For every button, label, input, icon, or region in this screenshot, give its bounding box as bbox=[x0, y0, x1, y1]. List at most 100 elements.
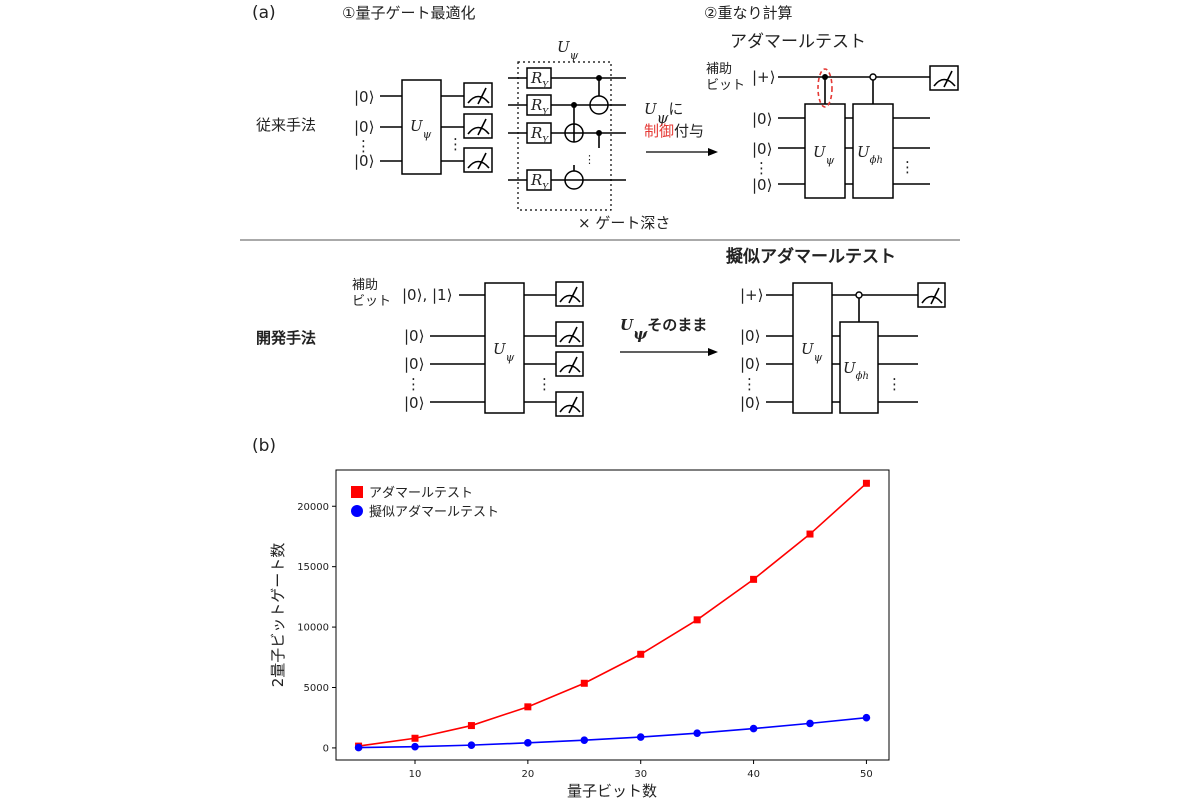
controlled-u-psi-gate bbox=[804, 103, 846, 199]
data-point-circle bbox=[354, 743, 363, 752]
y-tick-label: 10000 bbox=[297, 623, 329, 634]
data-point-circle bbox=[467, 741, 476, 749]
y-tick-label: 15000 bbox=[297, 562, 329, 573]
data-point-square bbox=[750, 575, 758, 583]
data-point-square bbox=[580, 679, 588, 687]
data-point-circle bbox=[693, 729, 701, 737]
x-tick-label: 40 bbox=[747, 769, 760, 780]
arrow-caption-line1: Uψに bbox=[644, 100, 683, 127]
data-point-square bbox=[693, 616, 701, 624]
ket-0: |0⟩ bbox=[752, 140, 772, 158]
arrow bbox=[646, 148, 718, 156]
cnot-gates bbox=[564, 75, 609, 190]
input-wires bbox=[380, 95, 464, 162]
developed-row: 開発手法 補助 ビット |0⟩, |1⟩ |0⟩ |0⟩ ⋮ |0⟩ Uψ ⋮ bbox=[256, 246, 946, 417]
heading-overlap-calculation: ②重なり計算 bbox=[704, 4, 792, 22]
measurement-meter-icon bbox=[929, 65, 959, 91]
arrow bbox=[620, 348, 718, 356]
data-point-circle bbox=[636, 733, 645, 741]
u-psi-gate-label: Uψ bbox=[801, 340, 823, 364]
panel-a-label: (a) bbox=[252, 3, 276, 23]
ket-0: |0⟩ bbox=[740, 327, 760, 345]
vertical-dots: ⋮ bbox=[448, 135, 463, 153]
developed-wires bbox=[430, 294, 556, 403]
u-phi-h-gate bbox=[852, 103, 894, 199]
gate-depth-layer-box bbox=[517, 61, 612, 211]
u-psi-gate bbox=[484, 282, 525, 414]
data-point-square bbox=[524, 703, 532, 711]
ket-0: |0⟩ bbox=[354, 118, 374, 136]
ancilla-label-line1: 補助 bbox=[352, 278, 378, 293]
series-line-1 bbox=[358, 716, 867, 749]
series-layer bbox=[354, 479, 871, 752]
data-point-circle bbox=[806, 719, 814, 728]
y-tick-label: 5000 bbox=[304, 683, 329, 694]
data-point-square bbox=[467, 722, 475, 730]
measurement-meter-icon bbox=[555, 281, 584, 307]
controls bbox=[855, 291, 863, 322]
u-psi-gate bbox=[792, 282, 833, 414]
ket-plus: |+⟩ bbox=[752, 68, 775, 86]
u-psi-expansion-label: Uψ bbox=[557, 38, 579, 62]
svg-text:RY: RY bbox=[530, 69, 549, 91]
gate-depth-label: × ゲート深さ bbox=[578, 214, 670, 232]
u-psi-gate-label: Uψ bbox=[493, 340, 515, 364]
plot-frame bbox=[335, 469, 890, 761]
x-tick-label: 50 bbox=[860, 769, 873, 780]
data-point-square bbox=[862, 479, 870, 487]
measurement-meter-icon bbox=[463, 147, 493, 173]
developed-title: 開発手法 bbox=[256, 329, 316, 347]
conventional-row: 従来手法 |0⟩ |0⟩ ⋮ |0⟩ Uψ ⋮ bbox=[256, 32, 959, 232]
vertical-dots: ⋮ bbox=[900, 158, 915, 176]
legend-label: 擬似アダマールテスト bbox=[369, 504, 499, 520]
y-tick-label: 0 bbox=[323, 743, 329, 754]
ket-0: |0⟩ bbox=[752, 176, 772, 194]
heading-gate-optimization: ①量子ゲート最適化 bbox=[342, 4, 475, 22]
y-axis-ticks: 0 5000 10000 15000 20000 bbox=[297, 502, 336, 754]
arrow-caption-line2: 制御付与 bbox=[644, 122, 704, 140]
control-highlight-ellipse bbox=[817, 68, 833, 108]
y-tick-label: 20000 bbox=[297, 502, 329, 513]
vertical-dots: ⋮ bbox=[887, 375, 902, 393]
data-point-circle bbox=[580, 736, 589, 744]
data-point-square bbox=[637, 650, 645, 658]
y-axis-label: 2量子ビットゲート数 bbox=[269, 543, 287, 688]
data-point-circle bbox=[749, 724, 758, 733]
ket-plus: |+⟩ bbox=[740, 286, 763, 304]
vertical-dots: ⋮ bbox=[742, 375, 757, 393]
vertical-dots: ⋮ bbox=[754, 159, 769, 177]
measurement-meter-icon bbox=[463, 113, 493, 139]
measurement-meter-icon bbox=[555, 321, 584, 347]
ket-0: |0⟩ bbox=[740, 394, 760, 412]
ket-0: |0⟩ bbox=[752, 110, 772, 128]
data-point-square bbox=[806, 530, 814, 538]
measurement-meter-icon bbox=[555, 391, 584, 417]
svg-text:RY: RY bbox=[530, 96, 549, 118]
ancilla-label-line2: ビット bbox=[352, 294, 391, 309]
x-tick-label: 10 bbox=[409, 769, 422, 780]
vertical-dots: ⋮ bbox=[584, 153, 595, 166]
u-psi-gate-label: Uψ bbox=[410, 117, 432, 141]
svg-text:RY: RY bbox=[530, 124, 549, 146]
u-psi-gate-label: Uψ bbox=[813, 143, 835, 167]
panel-b-label: (b) bbox=[252, 436, 276, 456]
series-line-0 bbox=[358, 482, 867, 747]
measurement-meter-icon bbox=[463, 82, 493, 108]
u-phi-gate-label: Uϕh bbox=[857, 143, 883, 166]
x-tick-label: 30 bbox=[634, 769, 647, 780]
legend-swatch-circle bbox=[351, 505, 363, 517]
vertical-dots: ⋮ bbox=[356, 137, 371, 155]
data-point-square bbox=[411, 734, 419, 742]
ket-0: |0⟩ bbox=[404, 355, 424, 373]
ket-0-or-1: |0⟩, |1⟩ bbox=[402, 286, 452, 304]
data-point-circle bbox=[411, 742, 419, 751]
u-phi-gate-label: Uϕh bbox=[843, 359, 869, 382]
arrow-caption: Uψそのまま bbox=[620, 316, 707, 343]
ry-gates: RY RY RY RY bbox=[526, 67, 552, 193]
u-psi-gate bbox=[401, 79, 442, 175]
legend-swatch-square bbox=[351, 486, 363, 498]
